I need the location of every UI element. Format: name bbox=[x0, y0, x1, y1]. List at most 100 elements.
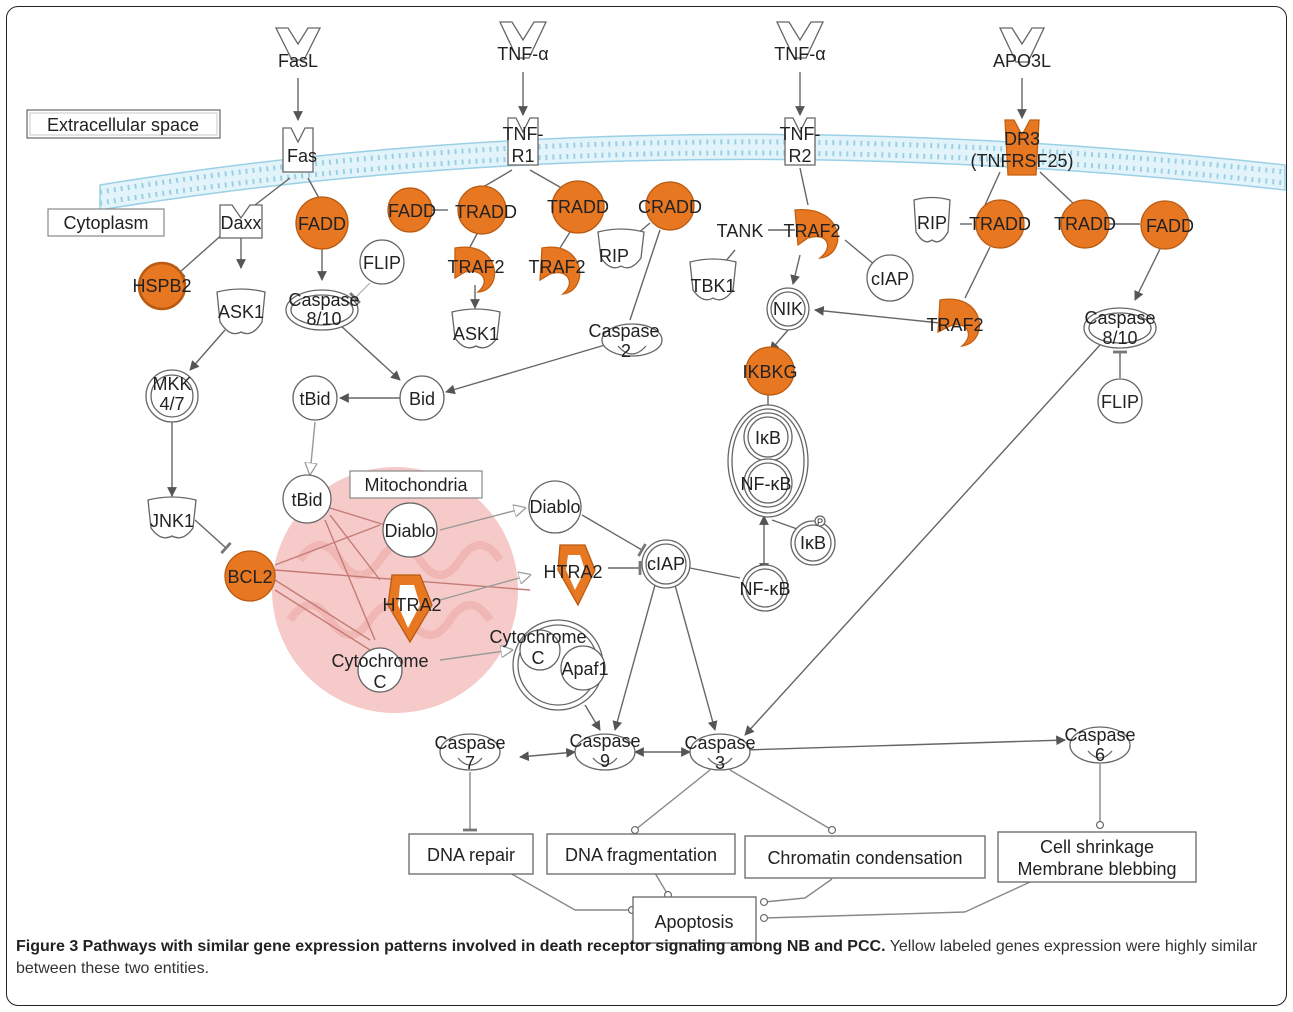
ask1-b-shape bbox=[451, 308, 501, 349]
ask1-a-shape bbox=[216, 288, 266, 335]
label-ikb-p: IκB bbox=[800, 533, 826, 553]
tnfr1-shape bbox=[507, 117, 539, 166]
label-tank: TANK bbox=[717, 221, 764, 241]
svg-text:Extracellular space: Extracellular space bbox=[47, 115, 199, 135]
label-ciap1: cIAP bbox=[871, 269, 909, 289]
label-tradd4: TRADD bbox=[1054, 214, 1116, 234]
label-tradd2: TRADD bbox=[547, 197, 609, 217]
figure-frame bbox=[6, 6, 1287, 1006]
label-bcl2: BCL2 bbox=[227, 567, 272, 587]
apo3l-shape bbox=[998, 27, 1046, 63]
caspase-9-shape bbox=[574, 733, 636, 771]
caspase-810-a-shape bbox=[285, 289, 359, 331]
svg-text:Membrane blebbing: Membrane blebbing bbox=[1017, 859, 1176, 879]
label-tnfr1-b: R1 bbox=[511, 146, 534, 166]
mkk-node bbox=[145, 369, 199, 423]
cradd-node bbox=[645, 181, 695, 231]
tnfr2-shape bbox=[784, 117, 816, 166]
label-flip2: FLIP bbox=[1101, 392, 1139, 412]
label-ikbkg: IKBKG bbox=[742, 362, 797, 382]
label-dr3-a: DR3 bbox=[1004, 129, 1040, 149]
tradd4-node bbox=[1060, 199, 1110, 249]
diablo-out-node bbox=[528, 480, 582, 534]
label-casp810-b1: Caspase bbox=[1084, 308, 1155, 328]
label-casp3-a: Caspase bbox=[684, 733, 755, 753]
tradd3-node bbox=[975, 199, 1025, 249]
fadd1-node bbox=[295, 196, 349, 250]
caption-text: Yellow labeled genes expression were hig… bbox=[16, 938, 1258, 977]
label-casp810-a1: Caspase bbox=[288, 290, 359, 310]
label-flip1: FLIP bbox=[363, 253, 401, 273]
caspase-2-shape bbox=[601, 323, 663, 357]
caption-title: Figure 3 Pathways with similar gene expr… bbox=[16, 938, 886, 955]
nfkb2-node bbox=[741, 564, 789, 612]
label-traf2-b: TRAF2 bbox=[447, 257, 504, 277]
rip-dr3-shape bbox=[913, 196, 951, 243]
label-tnfr1-a: TNF- bbox=[503, 124, 544, 144]
label-ciap2: cIAP bbox=[647, 554, 685, 574]
svg-text:Cytoplasm: Cytoplasm bbox=[63, 213, 148, 233]
svg-text:Apoptosis: Apoptosis bbox=[654, 912, 733, 932]
tbid1-node bbox=[292, 375, 338, 421]
label-diablo-in: Diablo bbox=[384, 521, 435, 541]
label-diablo-out: Diablo bbox=[529, 497, 580, 517]
svg-text:DNA fragmentation: DNA fragmentation bbox=[565, 845, 717, 865]
nik-node bbox=[766, 287, 810, 331]
label-tnfa2: TNF-α bbox=[774, 44, 825, 64]
outcome-cell-shrinkage: Cell shrinkage Membrane blebbing bbox=[997, 831, 1197, 883]
label-p-badge: P bbox=[817, 517, 823, 527]
hspb2-node bbox=[137, 261, 187, 311]
label-cytc-cx-c: C bbox=[532, 648, 545, 668]
label-casp810-a2: 8/10 bbox=[306, 309, 341, 329]
label-tbk1: TBK1 bbox=[690, 276, 735, 296]
svg-text:Mitochondria: Mitochondria bbox=[364, 475, 468, 495]
label-casp7-b: 7 bbox=[465, 753, 475, 773]
label-tnfa1: TNF-α bbox=[497, 44, 548, 64]
tnfa2-shape bbox=[775, 21, 825, 59]
flip2-node bbox=[1097, 378, 1143, 424]
label-rip-dr3: RIP bbox=[917, 213, 947, 233]
label-mkk-a: MKK bbox=[152, 374, 191, 394]
label-ask1-b: ASK1 bbox=[453, 324, 499, 344]
outcome-dna-fragmentation: DNA fragmentation bbox=[546, 833, 736, 875]
label-tnfr2-b: R2 bbox=[788, 146, 811, 166]
label-htra2-out: HTRA2 bbox=[543, 562, 602, 582]
label-casp2-b: 2 bbox=[621, 341, 631, 361]
ciap1-node bbox=[866, 254, 914, 302]
label-nfkb2: NF-κB bbox=[740, 579, 791, 599]
label-tradd3: TRADD bbox=[969, 214, 1031, 234]
bcl2-node bbox=[224, 550, 276, 602]
outcome-apoptosis: Apoptosis bbox=[632, 896, 757, 944]
label-fas: Fas bbox=[287, 146, 317, 166]
label-ask1-a: ASK1 bbox=[218, 302, 264, 322]
label-tnfr2-a: TNF- bbox=[780, 124, 821, 144]
label-casp6-b: 6 bbox=[1095, 745, 1105, 765]
figure-caption: Figure 3 Pathways with similar gene expr… bbox=[16, 936, 1278, 980]
label-fadd1: FADD bbox=[298, 214, 346, 234]
svg-text:Chromatin condensation: Chromatin condensation bbox=[767, 848, 962, 868]
label-jnk1: JNK1 bbox=[150, 511, 194, 531]
caspase-6-shape bbox=[1069, 726, 1131, 764]
label-fasl: FasL bbox=[278, 51, 318, 71]
traf2-c-shape bbox=[539, 246, 581, 295]
label-casp7-a: Caspase bbox=[434, 733, 505, 753]
label-casp3-b: 3 bbox=[715, 753, 725, 773]
tradd2-node bbox=[551, 180, 605, 234]
label-casp6-a: Caspase bbox=[1064, 725, 1135, 745]
cell-membrane bbox=[99, 133, 1286, 211]
cytc-node bbox=[357, 647, 403, 693]
cytoplasm-label: Cytoplasm bbox=[47, 208, 165, 237]
label-fadd2: FADD bbox=[388, 201, 436, 221]
traf2-b-shape bbox=[454, 246, 496, 293]
label-apo3l: APO3L bbox=[993, 51, 1051, 71]
label-dr3-b: (TNFRSF25) bbox=[971, 151, 1074, 171]
label-nfkb1: NF-κB bbox=[741, 474, 792, 494]
tbk1-shape bbox=[689, 258, 737, 301]
label-daxx: Daxx bbox=[220, 213, 261, 233]
label-traf2-a: TRAF2 bbox=[783, 221, 840, 241]
tnfa1-shape bbox=[498, 21, 548, 59]
svg-text:DNA repair: DNA repair bbox=[427, 845, 515, 865]
flip1-node bbox=[359, 239, 405, 285]
label-tbid1: tBid bbox=[299, 389, 330, 409]
label-bid: Bid bbox=[409, 389, 435, 409]
